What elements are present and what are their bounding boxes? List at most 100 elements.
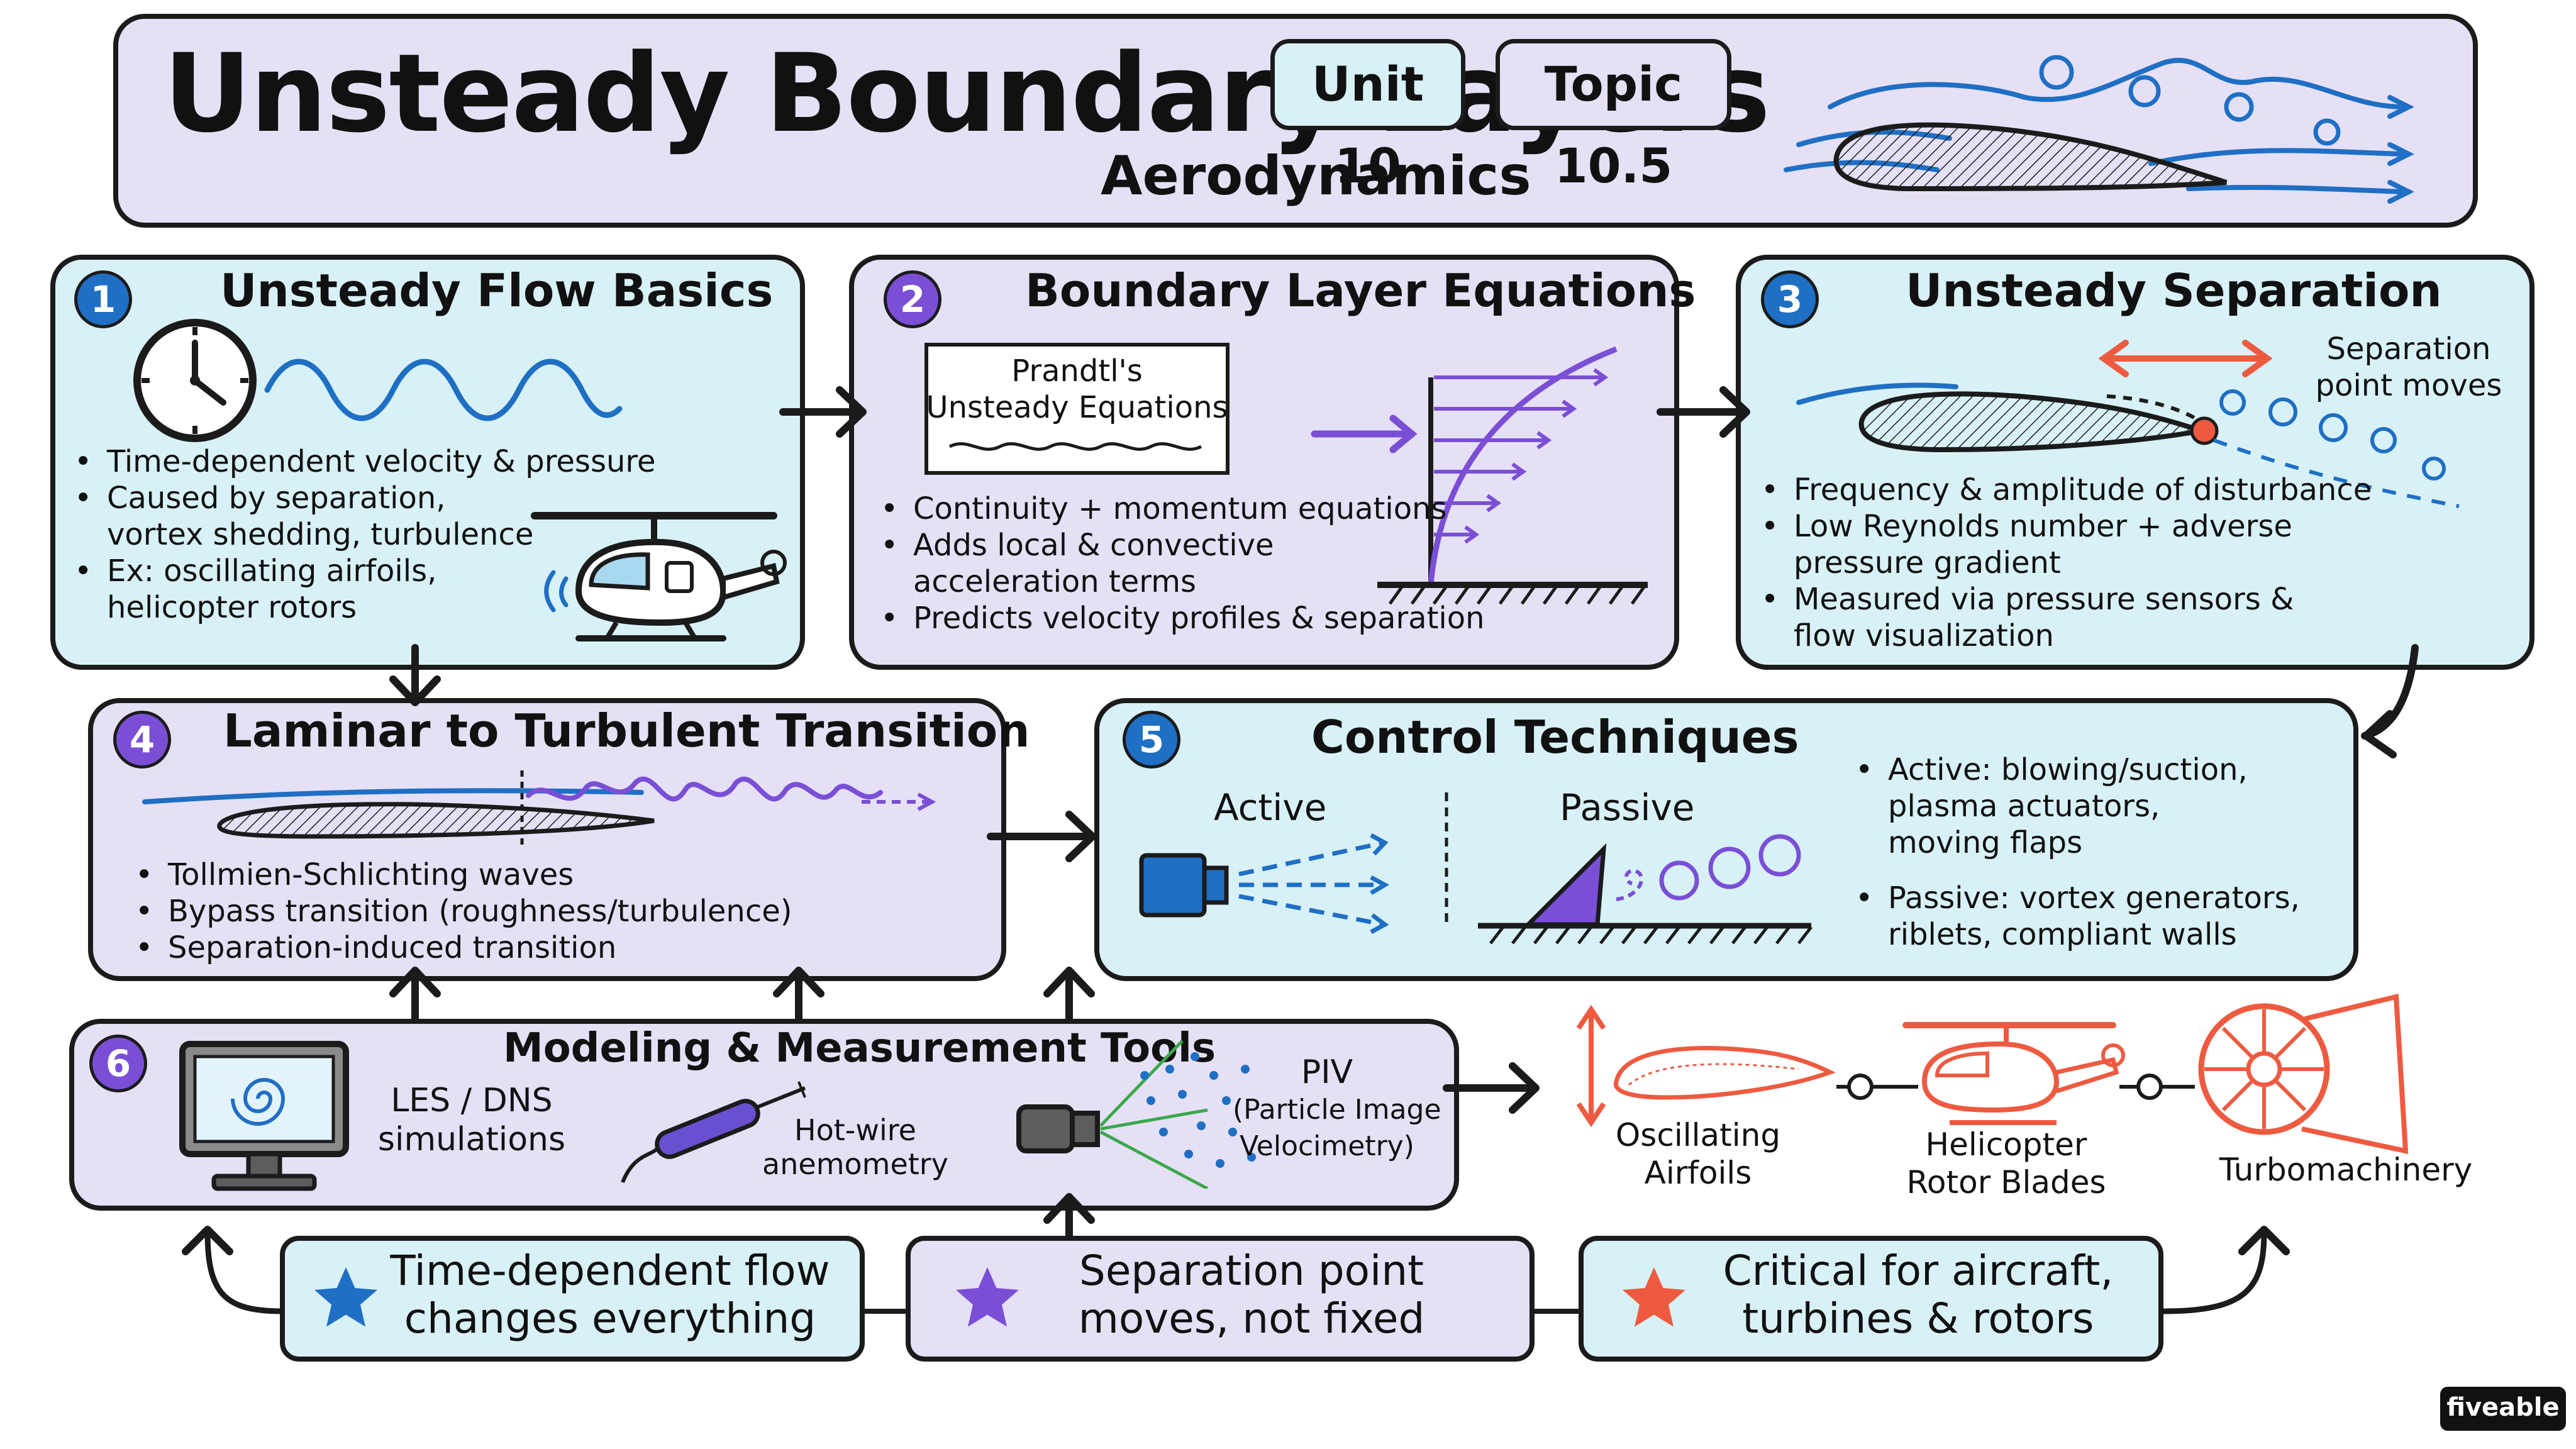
section-2-number: 2 <box>884 270 941 328</box>
brand-label: fiveable <box>2446 1393 2560 1422</box>
section-2-title: Boundary Layer Equations <box>1025 264 1696 317</box>
takeaway-card-3 <box>1579 1236 2163 1362</box>
takeaway-text: turbines & rotors <box>1742 1294 2094 1343</box>
takeaway-text: changes everything <box>404 1294 816 1343</box>
unit-tag: Unit 10 <box>1270 39 1465 194</box>
application-label: Rotor Blades <box>1906 1164 2106 1201</box>
takeaway-text: Critical for aircraft, <box>1723 1246 2114 1295</box>
application-label: Airfoils <box>1644 1155 1752 1191</box>
piv-camera-icon <box>1016 1040 1256 1189</box>
active-label: Active <box>1214 786 1327 829</box>
arrow-1-to-4 <box>389 644 441 706</box>
arrow-3-to-5 <box>2361 644 2419 758</box>
passive-label: Passive <box>1560 786 1695 829</box>
section-1-bullets: Time-dependent velocity & pressure Cause… <box>74 443 656 626</box>
red-star-icon <box>1623 1267 1685 1327</box>
arrow-2-to-3 <box>1657 386 1750 438</box>
squiggle-underline <box>948 442 1202 451</box>
hot-wire-label: Hot-wire <box>794 1113 916 1147</box>
piv-label: PIV <box>1301 1053 1353 1091</box>
takeaway-connector <box>204 1230 2267 1314</box>
bullet-line: Passive: vortex generators, <box>1855 880 2300 916</box>
section-2-bullets: Continuity + momentum equations Adds loc… <box>880 491 1485 636</box>
monitor-icon <box>179 1041 349 1191</box>
bullet-line: flow visualization <box>1794 618 2054 653</box>
bullet-line: Tollmien-Schlichting waves <box>135 857 792 893</box>
bullet-line: Continuity + momentum equations <box>880 491 1485 527</box>
takeaway-text: moves, not fixed <box>1078 1294 1425 1343</box>
airfoil-wind-icon <box>1784 55 2414 204</box>
separation-airfoil-diagram <box>1796 340 2460 508</box>
bullet-line: Time-dependent velocity & pressure <box>74 443 656 480</box>
piv-label: (Particle Image <box>1233 1094 1441 1126</box>
sine-wave-icon <box>264 358 623 421</box>
bullet-line: moving flaps <box>1888 825 2083 860</box>
section-3-number: 3 <box>1761 270 1819 328</box>
section-1-title: Unsteady Flow Basics <box>220 264 774 317</box>
bullet-line: Bypass transition (roughness/turbulence) <box>135 893 792 930</box>
purple-star-icon <box>956 1267 1019 1327</box>
bullet-line: Ex: oscillating airfoils, <box>74 553 656 589</box>
application-label: Oscillating <box>1615 1117 1781 1153</box>
applications-diagram <box>1576 993 2409 1155</box>
takeaway-text: Separation point <box>1079 1246 1424 1295</box>
hot-wire-label: anemometry <box>762 1147 948 1181</box>
bullet-line: vortex shedding, turbulence <box>107 517 534 552</box>
section-4-title: Laminar to Turbulent Transition <box>223 704 1030 757</box>
bullet-line: riblets, compliant walls <box>1888 917 2237 952</box>
section-4-bullets: Tollmien-Schlichting waves Bypass transi… <box>135 857 792 966</box>
prandtl-note-line: Unsteady Equations <box>926 390 1228 425</box>
bullet-line: Low Reynolds number + adverse <box>1761 508 2372 545</box>
arrow-4-to-5 <box>987 811 1096 862</box>
clock-icon <box>133 319 257 442</box>
bullet-line: plasma actuators, <box>1888 789 2160 824</box>
separation-note-line: point moves <box>2315 368 2502 403</box>
takeaway-card-2 <box>906 1236 1535 1362</box>
blue-star-icon <box>314 1267 377 1327</box>
takeaway-text: Time-dependent flow <box>390 1246 830 1295</box>
bullet-line: Adds local & convective <box>880 527 1485 564</box>
arrow-6-to-4-left <box>389 967 441 1023</box>
arrow-6-to-4-mid <box>773 967 824 1023</box>
transition-airfoil-diagram <box>142 770 936 846</box>
control-techniques-diagram <box>1139 792 1813 945</box>
bullet-line: Frequency & amplitude of disturbance <box>1761 472 2372 508</box>
section-5-card <box>1094 698 2358 981</box>
bullet-line: pressure gradient <box>1794 545 2061 580</box>
hot-wire-probe-icon <box>621 1081 806 1184</box>
section-1-number: 1 <box>74 270 132 328</box>
section-3-title: Unsteady Separation <box>1906 264 2442 317</box>
bullet-line: acceleration terms <box>913 564 1196 599</box>
arrow-1-to-2 <box>779 386 867 438</box>
application-label: Helicopter <box>1925 1126 2087 1163</box>
brand-badge <box>2440 1387 2566 1431</box>
piv-label: Velocimetry) <box>1240 1130 1414 1162</box>
les-dns-label: LES / DNS <box>391 1082 553 1119</box>
helicopter-icon <box>531 512 787 641</box>
section-4-number: 4 <box>113 711 171 769</box>
page-subtitle: Aerodynamics <box>1101 145 1531 208</box>
bullet-line: Predicts velocity profiles & separation <box>880 600 1485 636</box>
section-6-number: 6 <box>89 1035 147 1092</box>
velocity-profile-diagram <box>1311 346 1648 605</box>
section-6-title: Modeling & Measurement Tools <box>503 1025 1216 1072</box>
bullet-line: helicopter rotors <box>107 590 357 625</box>
prandtl-note-box <box>924 343 1230 475</box>
separation-note-line: Separation <box>2326 331 2491 367</box>
bullet-line: Measured via pressure sensors & <box>1761 581 2372 618</box>
takeaway-card-1 <box>280 1236 865 1362</box>
section-3-bullets: Frequency & amplitude of disturbance Low… <box>1761 472 2372 654</box>
section-5-title: Control Techniques <box>1311 711 1799 763</box>
section-5-number: 5 <box>1123 711 1180 769</box>
arrow-6-to-5 <box>1043 967 1095 1023</box>
les-dns-label: simulations <box>377 1121 566 1158</box>
arrow-6-to-applications <box>1443 1062 1540 1114</box>
bullet-line: Active: blowing/suction, <box>1855 752 2300 788</box>
arrow-takeaways-to-6 <box>1043 1193 1095 1240</box>
application-label: Turbomachinery <box>2219 1152 2473 1188</box>
arrow-takeaway-left-up <box>182 1226 233 1255</box>
topic-tag: Topic 10.5 <box>1496 39 1731 194</box>
bullet-line: Caused by separation, <box>74 480 656 516</box>
